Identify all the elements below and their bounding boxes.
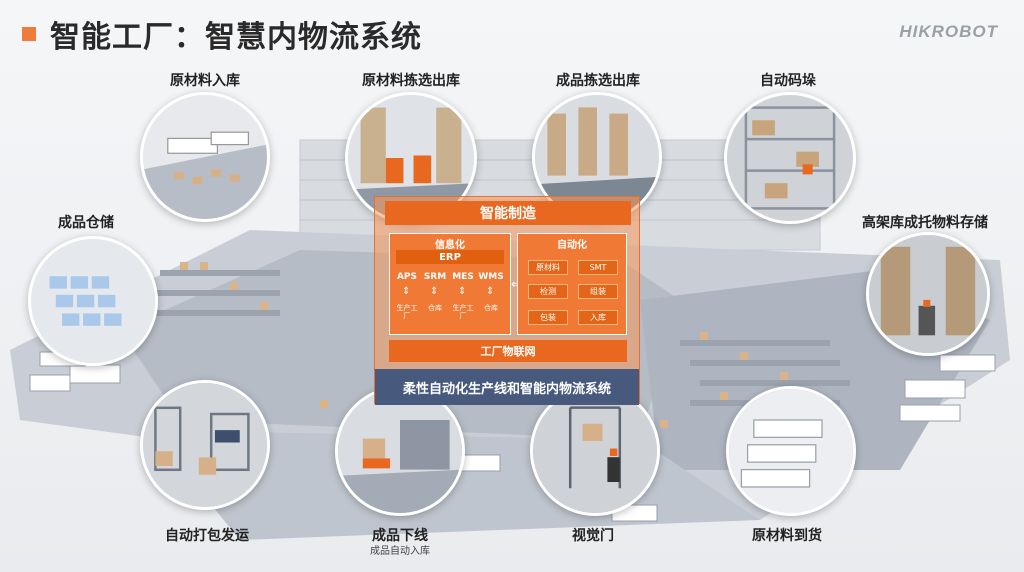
automation-box: 自动化 原材料 SMT 检测 组装 包装 入库 bbox=[517, 233, 627, 335]
arrow-updown-icon: ⇕ bbox=[486, 286, 495, 297]
factory-icon: 生产工厂 bbox=[452, 304, 474, 320]
process-chip: 检测 bbox=[528, 284, 568, 299]
module-mes: MES bbox=[452, 272, 474, 282]
warehouse-icon: 仓库 bbox=[484, 304, 498, 312]
automation-title: 自动化 bbox=[557, 240, 587, 251]
arrow-updown-icon: ⇕ bbox=[458, 286, 467, 297]
arrow-updown-icon: ⇕ bbox=[402, 286, 411, 297]
arrow-leftright-icon: ⇔ bbox=[511, 277, 521, 291]
callout-auto-packing-shipping bbox=[140, 380, 270, 510]
module-wms: WMS bbox=[478, 272, 504, 282]
process-chip: 包装 bbox=[528, 310, 568, 325]
hikrobot-logo: HIKROBOT bbox=[899, 22, 998, 41]
callout-raw-material-inbound bbox=[140, 92, 270, 222]
process-chip: 原材料 bbox=[528, 260, 568, 275]
callout-label: 视觉门 bbox=[572, 528, 614, 544]
module-aps: APS bbox=[396, 272, 418, 282]
callout-label: 成品下线 bbox=[372, 528, 428, 544]
smart-manufacturing-panel: 智能制造 信息化 ERP APS SRM MES WMS ⇕ ⇕ ⇕ ⇕ 生产工… bbox=[374, 196, 640, 405]
callout-finished-goods-storage bbox=[28, 236, 158, 366]
callout-label: 原材料入库 bbox=[170, 73, 240, 89]
panel-header: 智能制造 bbox=[385, 201, 631, 225]
callout-label: 自动打包发运 bbox=[165, 528, 249, 544]
module-srm: SRM bbox=[423, 272, 447, 282]
page-title: 智能工厂：智慧内物流系统 bbox=[50, 20, 422, 55]
warehouse-icon: 仓库 bbox=[428, 304, 442, 312]
callout-auto-palletizing bbox=[724, 92, 856, 224]
process-chip: 入库 bbox=[578, 310, 618, 325]
factory-icon: 生产工厂 bbox=[396, 304, 418, 320]
callout-label: 成品仓储 bbox=[58, 215, 114, 231]
arrow-updown-icon: ⇕ bbox=[430, 286, 439, 297]
process-chip: SMT bbox=[578, 260, 618, 275]
callout-label: 成品拣选出库 bbox=[556, 73, 640, 89]
callout-label: 自动码垛 bbox=[760, 73, 816, 89]
callout-raw-material-arrival bbox=[726, 386, 856, 516]
factory-iot-bar: 工厂物联网 bbox=[389, 340, 627, 362]
callout-label: 原材料到货 bbox=[752, 528, 822, 544]
callout-label: 原材料拣选出库 bbox=[362, 73, 460, 89]
erp-bar: ERP bbox=[396, 250, 504, 264]
callout-finished-goods-offline bbox=[335, 386, 465, 516]
callout-label: 高架库成托物料存储 bbox=[862, 215, 988, 231]
panel-footer: 柔性自动化生产线和智能内物流系统 bbox=[375, 369, 639, 405]
process-chip: 组装 bbox=[578, 284, 618, 299]
callout-high-bay-pallet-storage bbox=[866, 232, 990, 356]
title-square-icon bbox=[22, 27, 36, 41]
informatization-title: 信息化 bbox=[435, 240, 465, 251]
callout-sublabel: 成品自动入库 bbox=[370, 546, 430, 557]
informatization-box: 信息化 ERP APS SRM MES WMS ⇕ ⇕ ⇕ ⇕ 生产工厂 仓库 … bbox=[389, 233, 511, 335]
callout-vision-gate bbox=[530, 386, 660, 516]
title-bar: 智能工厂：智慧内物流系统 bbox=[22, 14, 422, 55]
